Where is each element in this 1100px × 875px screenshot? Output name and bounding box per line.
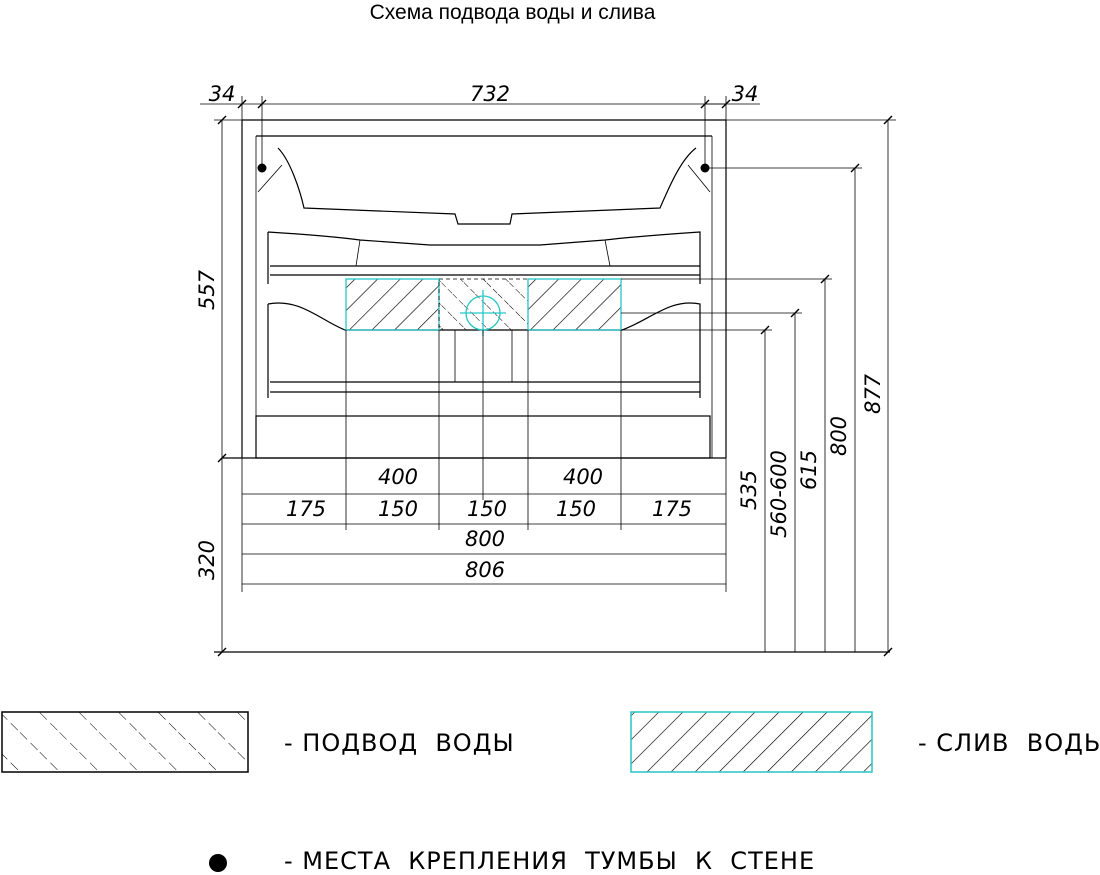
diagram-title: Схема подвода воды и слива <box>369 1 656 24</box>
dim-877: 877 <box>861 373 885 414</box>
legend-drain-label: - СЛИВ ВОДЫ <box>918 729 1100 757</box>
dim-half-right: 400 <box>563 465 603 489</box>
dim-seg1: 175 <box>286 497 326 521</box>
dim-seg4: 150 <box>556 497 596 521</box>
dim-seg5: 175 <box>652 497 692 521</box>
dim-top-right: 34 <box>732 82 759 106</box>
dim-615: 615 <box>797 450 821 490</box>
dim-535: 535 <box>737 470 761 510</box>
dim-800: 800 <box>827 416 851 456</box>
legend-mount-label: - МЕСТА КРЕПЛЕНИЯ ТУМБЫ К СТЕНЕ <box>284 847 816 875</box>
dim-560-600: 560-600 <box>767 450 791 538</box>
drain-zone-right <box>527 278 622 331</box>
dim-half-left: 400 <box>378 465 418 489</box>
dim-left-lower: 320 <box>195 540 219 580</box>
legend-supply-label: - ПОДВОД ВОДЫ <box>284 729 515 757</box>
dim-seg2: 150 <box>378 497 418 521</box>
drain-zone-left <box>345 278 440 331</box>
legend-mount-dot <box>209 854 227 872</box>
dim-top-left: 34 <box>209 82 236 106</box>
dim-left-upper: 557 <box>195 269 219 310</box>
dim-top-middle: 732 <box>470 82 510 106</box>
dim-outer-width: 806 <box>465 558 505 582</box>
legend-drain-swatch <box>630 711 873 773</box>
dimension-lines <box>200 96 896 657</box>
dim-seg3: 150 <box>467 497 507 521</box>
legend-supply-swatch <box>1 711 249 773</box>
dim-inner-width: 800 <box>465 527 505 551</box>
